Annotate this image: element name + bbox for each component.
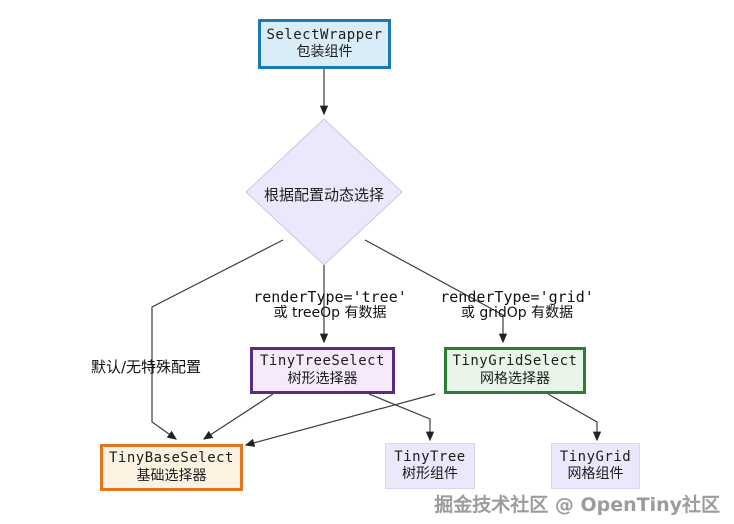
node-tiny-base-select: TinyBaseSelect 基础选择器 <box>100 444 243 491</box>
node-tiny-tree: TinyTree 树形组件 <box>385 443 475 489</box>
node-tiny-grid-select-subtitle: 网格选择器 <box>480 370 550 387</box>
node-select-wrapper: SelectWrapper 包装组件 <box>258 19 391 69</box>
edge-decision-to-grid-select <box>364 239 508 344</box>
edge-label-grid-condition-line2: 或 gridOp 有数据 <box>460 304 574 321</box>
edge-tree-select-to-base-select <box>202 393 274 440</box>
edge-label-tree-condition-line2: 或 treeOp 有数据 <box>273 304 387 321</box>
node-tiny-tree-select: TinyTreeSelect 树形选择器 <box>250 347 395 394</box>
edge-label-default-condition: 默认/无特殊配置 <box>90 358 202 376</box>
edge-grid-select-to-base-select <box>244 393 436 447</box>
edge-label-grid-condition: renderType='grid' 或 gridOp 有数据 <box>417 288 617 321</box>
edge-grid-select-to-tiny-grid <box>547 393 602 442</box>
node-tiny-tree-title: TinyTree <box>394 448 466 465</box>
watermark-text: 掘金技术社区 @ OpenTiny社区 <box>434 494 720 516</box>
node-tiny-grid-select-title: TinyGridSelect <box>452 353 578 369</box>
node-tiny-grid-select: TinyGridSelect 网格选择器 <box>444 347 586 394</box>
node-tiny-base-select-subtitle: 基础选择器 <box>136 467 207 484</box>
decision-node-label: 根据配置动态选择 <box>263 186 384 204</box>
node-select-wrapper-title: SelectWrapper <box>266 26 383 43</box>
node-tiny-tree-select-subtitle: 树形选择器 <box>287 370 358 387</box>
node-tiny-grid-subtitle: 网格组件 <box>567 466 624 482</box>
node-tiny-base-select-title: TinyBaseSelect <box>108 450 234 466</box>
edge-decision-to-base-select <box>151 239 284 440</box>
node-tiny-grid-title: TinyGrid <box>559 448 632 465</box>
node-tiny-grid: TinyGrid 网格组件 <box>551 443 640 489</box>
edge-tree-select-to-tiny-tree <box>368 393 435 442</box>
edge-label-tree-condition-line1: renderType='tree' <box>253 288 407 306</box>
node-select-wrapper-subtitle: 包装组件 <box>296 44 353 60</box>
edge-label-grid-condition-line1: renderType='grid' <box>440 288 594 306</box>
node-tiny-tree-subtitle: 树形组件 <box>402 466 458 482</box>
node-tiny-tree-select-title: TinyTreeSelect <box>259 353 385 369</box>
edge-label-tree-condition: renderType='tree' 或 treeOp 有数据 <box>230 288 430 321</box>
